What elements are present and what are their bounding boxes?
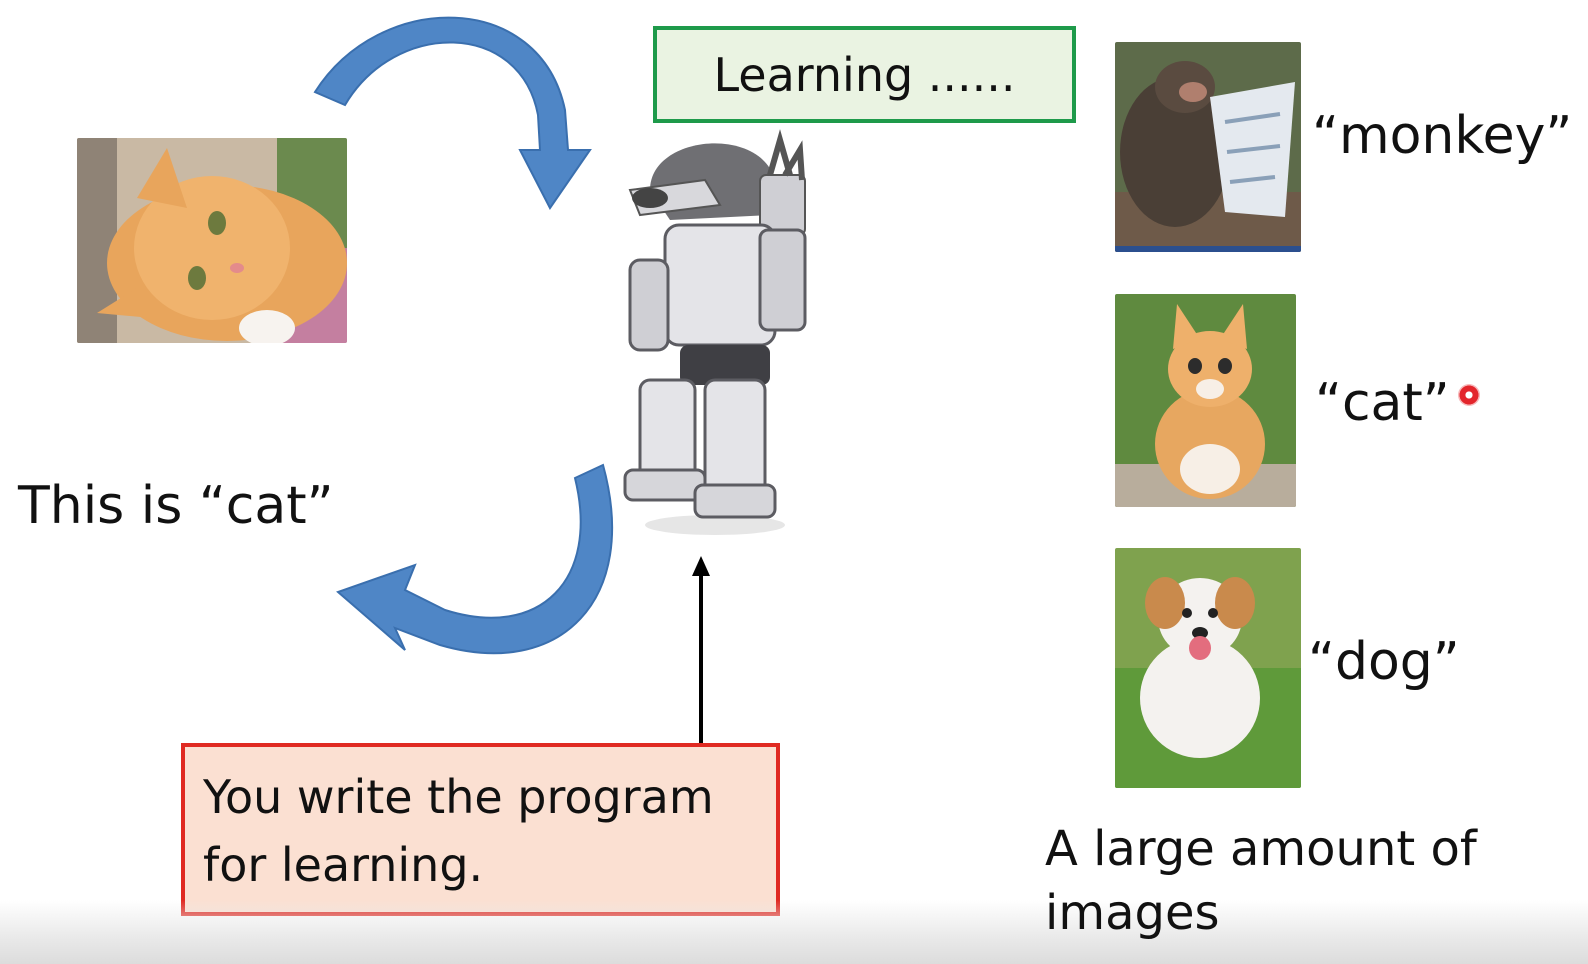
dog-label: “dog”: [1308, 632, 1460, 692]
images-caption-line-2: images: [1045, 885, 1220, 941]
dog-photo: [1115, 548, 1301, 788]
monkey-label: “monkey”: [1312, 106, 1573, 166]
images-caption: A large amount of images: [1045, 817, 1477, 945]
this-is-cat-label: This is “cat”: [18, 476, 334, 536]
program-note-line-2: for learning.: [203, 838, 484, 892]
bottom-curved-arrow: [336, 463, 614, 655]
laser-pointer-dot: [1458, 384, 1480, 406]
program-arrow-head: [692, 556, 710, 576]
cat-label: “cat”: [1315, 373, 1450, 433]
monkey-photo: [1115, 42, 1301, 252]
learning-status-text: Learning ......: [713, 47, 1016, 102]
bottom-fade-bar: [0, 900, 1588, 964]
learning-status-box: Learning ......: [653, 26, 1076, 123]
program-note-box: You write the program for learning.: [181, 743, 780, 916]
cat-photo-left: [77, 138, 347, 343]
images-caption-line-1: A large amount of: [1045, 821, 1477, 877]
kitten-photo: [1115, 294, 1296, 507]
top-curved-arrow: [313, 16, 592, 210]
robot-figure: [610, 120, 830, 540]
program-note-line-1: You write the program: [203, 770, 714, 824]
